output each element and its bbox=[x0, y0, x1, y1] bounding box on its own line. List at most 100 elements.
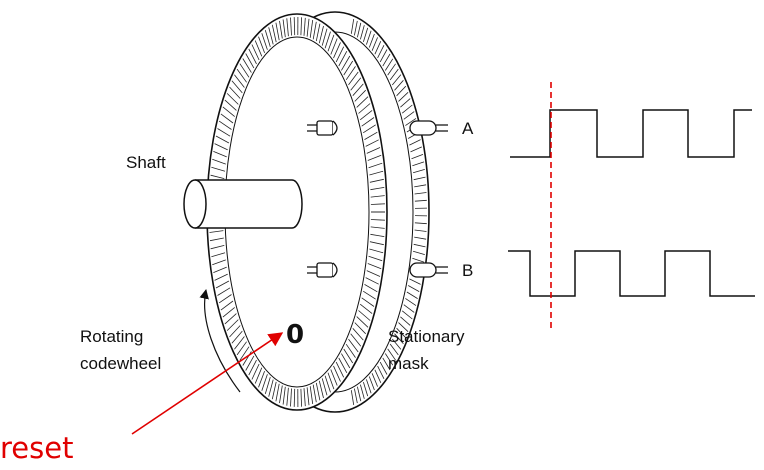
slit-tick bbox=[290, 17, 292, 36]
slit-tick bbox=[303, 17, 306, 36]
slit-tick bbox=[300, 17, 302, 36]
slit-tick bbox=[412, 257, 425, 263]
slit-tick bbox=[275, 22, 280, 41]
slit-tick bbox=[258, 36, 265, 54]
slit-tick bbox=[321, 378, 328, 396]
slit-tick bbox=[357, 386, 362, 402]
slit-tick bbox=[374, 41, 382, 55]
slit-tick bbox=[224, 99, 237, 111]
slit-tick bbox=[321, 28, 328, 46]
slit-tick bbox=[324, 375, 331, 393]
slit-tick bbox=[220, 300, 234, 311]
slit-tick bbox=[286, 18, 289, 37]
slit-tick bbox=[368, 255, 383, 262]
slit-tick bbox=[370, 219, 385, 221]
slit-tick bbox=[367, 154, 382, 161]
slit-tick bbox=[409, 278, 421, 285]
slit-tick bbox=[398, 322, 409, 332]
slit-tick bbox=[401, 310, 413, 320]
slit-tick bbox=[350, 19, 355, 34]
channel-a-label: A bbox=[462, 119, 474, 138]
slit-tick bbox=[345, 66, 356, 81]
slit-tick bbox=[248, 359, 257, 376]
slit-tick bbox=[217, 287, 231, 296]
slit-tick bbox=[309, 386, 314, 404]
slit-tick bbox=[286, 387, 289, 406]
slit-tick bbox=[229, 86, 241, 99]
slit-tick bbox=[400, 98, 411, 108]
slit-tick bbox=[343, 348, 354, 364]
slit-tick bbox=[318, 380, 324, 399]
slit-tick bbox=[293, 388, 296, 407]
slit-tick bbox=[209, 237, 224, 242]
slit-tick bbox=[357, 22, 362, 38]
slit-tick bbox=[354, 89, 366, 102]
slit-tick bbox=[369, 170, 384, 176]
slit-tick bbox=[366, 147, 381, 154]
slit-tick bbox=[403, 111, 415, 120]
rotating-label-line1: Rotating bbox=[80, 327, 143, 346]
slit-tick bbox=[264, 29, 271, 48]
slit-tick bbox=[413, 176, 426, 181]
slit-tick bbox=[377, 365, 385, 379]
slit-tick bbox=[356, 96, 369, 108]
slit-tick bbox=[354, 322, 366, 335]
slit-tick bbox=[361, 297, 375, 307]
slit-tick bbox=[368, 162, 383, 169]
slit-tick bbox=[348, 338, 359, 353]
shaft-label: Shaft bbox=[126, 153, 166, 172]
reset-label: reset bbox=[0, 431, 73, 465]
slit-tick bbox=[414, 229, 427, 232]
slit-tick bbox=[341, 55, 351, 71]
photo-detector-icon bbox=[409, 262, 448, 278]
led-emitter-icon bbox=[307, 262, 338, 278]
slit-tick bbox=[414, 184, 427, 188]
slit-tick bbox=[248, 48, 257, 65]
slit-tick bbox=[210, 174, 225, 179]
slit-tick bbox=[236, 341, 247, 356]
mask-slit-ticks bbox=[350, 19, 428, 405]
rotation-arrow bbox=[199, 289, 241, 393]
slit-tick bbox=[366, 30, 372, 45]
slit-tick bbox=[370, 195, 385, 198]
slit-tick bbox=[315, 23, 321, 42]
slit-tick bbox=[401, 104, 413, 114]
slit-tick bbox=[212, 259, 226, 266]
slit-tick bbox=[220, 113, 234, 124]
slit-tick bbox=[408, 285, 420, 292]
led-emitter-icon bbox=[307, 120, 338, 136]
slit-tick bbox=[279, 20, 283, 39]
slit-tick bbox=[330, 38, 338, 55]
slit-tick bbox=[300, 388, 302, 407]
slit-tick bbox=[396, 85, 407, 97]
slit-tick bbox=[369, 241, 384, 246]
slit-tick bbox=[414, 222, 427, 225]
slit-tick bbox=[414, 192, 427, 195]
slit-tick bbox=[261, 33, 268, 50]
slit-tick bbox=[218, 294, 232, 304]
slit-tick bbox=[370, 187, 385, 191]
slit-tick bbox=[327, 372, 335, 390]
codewheel-slit-ticks bbox=[208, 16, 385, 408]
slit-tick bbox=[377, 45, 385, 59]
slit-tick bbox=[210, 245, 225, 250]
slit-tick bbox=[315, 382, 321, 401]
slit-tick bbox=[279, 385, 283, 404]
slit-tick bbox=[345, 343, 356, 358]
index-mark: 0 bbox=[286, 320, 304, 350]
slit-tick bbox=[362, 290, 376, 300]
slit-tick bbox=[379, 49, 388, 63]
slit-tick bbox=[360, 384, 365, 399]
slit-tick bbox=[371, 373, 378, 387]
slit-tick bbox=[239, 63, 250, 78]
slit-tick bbox=[364, 131, 378, 140]
slit-tick bbox=[309, 20, 314, 38]
slit-tick bbox=[374, 369, 382, 383]
slit-tick bbox=[371, 37, 378, 51]
slit-tick bbox=[217, 128, 231, 137]
slit-tick bbox=[396, 327, 407, 339]
slit-tick bbox=[365, 277, 379, 285]
slit-tick bbox=[379, 361, 388, 375]
slit-tick bbox=[333, 42, 341, 59]
